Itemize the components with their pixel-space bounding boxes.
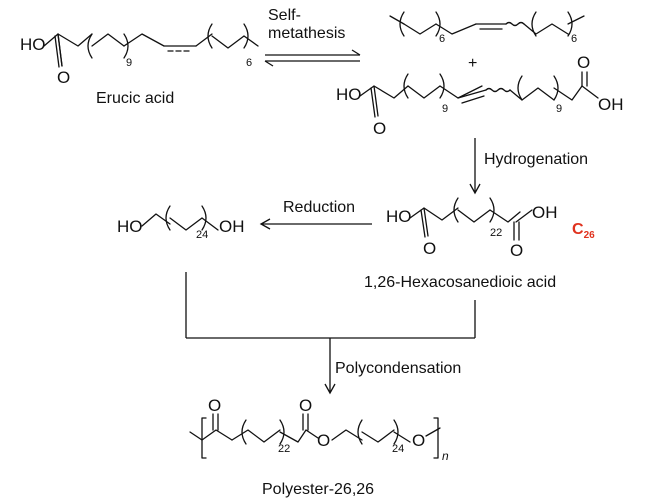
diacid-sat-ho-atom: HO [386, 207, 412, 226]
polyester-o2-atom: O [299, 396, 312, 415]
diacid-sat-o-right-atom: O [510, 241, 523, 260]
diol-structure: HO 24 OH [117, 205, 245, 241]
diacid-unsat-o-right-atom: O [577, 53, 590, 72]
diacid-unsat-o-left-atom: O [373, 119, 386, 138]
alkene-n6b-subscript: 6 [571, 33, 577, 45]
diacid-sat-n22-subscript: 22 [490, 227, 502, 239]
polyester-repeat-n: n [442, 449, 449, 463]
alkene-n6a-subscript: 6 [439, 33, 445, 45]
polyester-o3-atom: O [317, 431, 330, 450]
reduction-label: Reduction [283, 199, 355, 216]
erucic-carbonyl-o-atom: O [57, 68, 70, 87]
diacid-sat-oh-atom: OH [532, 203, 558, 222]
polyester-n22-subscript: 22 [278, 443, 290, 455]
erucic-acid-label: Erucic acid [96, 90, 174, 107]
erucic-n9-subscript: 9 [126, 57, 132, 69]
erucic-acid-structure: HO O 9 6 Erucic acid [20, 23, 259, 107]
erucic-ho-atom: HO [20, 35, 46, 54]
diacid-unsat-n9a-subscript: 9 [442, 103, 448, 115]
erucic-n6-subscript: 6 [246, 57, 252, 69]
polyester-o1-atom: O [208, 396, 221, 415]
self-metathesis-label-line1: Self- [268, 7, 301, 24]
polycondensation-label: Polycondensation [335, 360, 461, 377]
polyester-structure: O 22 O O 24 O n Polyester-26,26 [189, 396, 449, 498]
alkene-product-structure: 6 6 [389, 11, 585, 45]
plus-sign: + [468, 55, 477, 72]
reduction-arrow: Reduction [259, 199, 372, 230]
diol-ho-atom: HO [117, 217, 143, 236]
diol-n24-subscript: 24 [196, 229, 208, 241]
hexacosanedioic-acid-structure: HO O 22 O OH C26 1,26-Hexacosanedioic ac… [364, 197, 595, 291]
diacid-unsat-ho-atom: HO [336, 85, 362, 104]
diacid-unsat-oh-atom: OH [598, 95, 624, 114]
polycondensation-arrow: Polycondensation [185, 272, 476, 395]
unsaturated-diacid-structure: HO O 9 9 O OH [336, 53, 624, 138]
diacid-sat-o-left-atom: O [423, 239, 436, 258]
c26-badge: C26 [572, 221, 595, 241]
diacid-unsat-n9b-subscript: 9 [556, 103, 562, 115]
self-metathesis-label-line2: metathesis [268, 25, 345, 42]
polyester-label: Polyester-26,26 [262, 481, 374, 498]
diol-oh-atom: OH [219, 217, 245, 236]
polyester-o4-atom: O [412, 431, 425, 450]
hydrogenation-arrow: Hydrogenation [469, 138, 588, 195]
hydrogenation-label: Hydrogenation [484, 151, 588, 168]
self-metathesis-arrow: Self- metathesis [264, 7, 361, 67]
hexacosanedioic-acid-label: 1,26-Hexacosanedioic acid [364, 274, 556, 291]
polyester-n24-subscript: 24 [392, 443, 404, 455]
